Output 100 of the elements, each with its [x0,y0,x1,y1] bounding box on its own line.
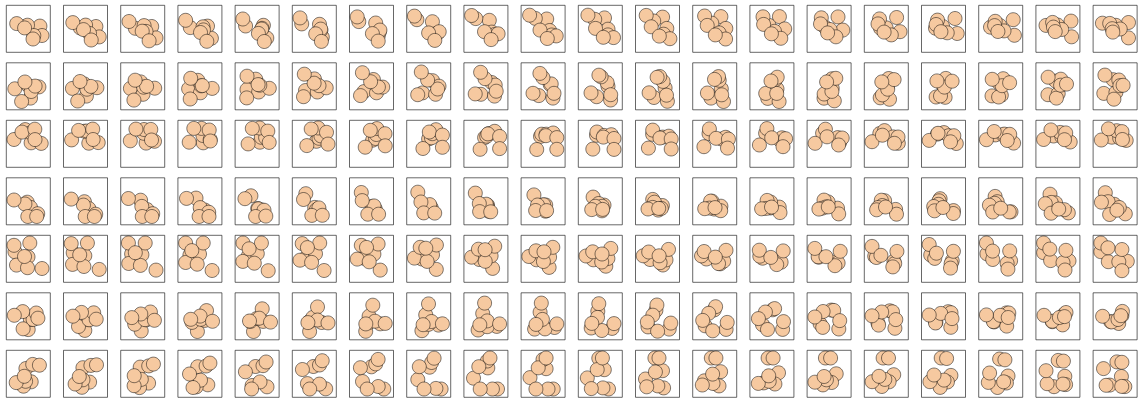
particle-panel [806,62,852,111]
particle-panel [6,350,51,398]
particle-panel [177,62,223,111]
particle-panel [978,5,1023,53]
particle-panel [520,177,566,226]
particle-panel [292,350,337,398]
particle-panel [120,350,165,398]
particle-panel [806,235,852,283]
particle-panel [292,62,337,111]
particle-panel [749,120,795,168]
particle-panel [234,120,280,168]
particle-panel [806,292,852,341]
particle-panel [921,350,966,398]
particle-panel [63,292,108,341]
particle-panel [1035,62,1081,111]
particle-panel [463,292,509,341]
particle-panel [635,120,680,168]
particle-panel [120,235,165,283]
particle-panel [406,292,451,341]
particle-panel [692,120,737,168]
particle-panel [864,62,909,111]
particle-panel [1035,350,1081,398]
particle-panel [406,350,451,398]
particle-panel [578,120,623,168]
particle-panel [635,5,680,53]
particle-panel [635,177,680,226]
particle-panel [578,235,623,283]
particle-panel [1035,292,1081,341]
particle-panel [1035,120,1081,168]
particle-panel [978,62,1023,111]
particle-panel [234,62,280,111]
particle-panel [578,292,623,341]
particle-panel [978,177,1023,226]
particle-panel [406,5,451,53]
particle-panel [463,62,509,111]
particle-panel [406,235,451,283]
particle-panel [520,292,566,341]
particle-panel [292,120,337,168]
particle-panel [749,177,795,226]
particle-panel [292,292,337,341]
particle-panel [1092,177,1138,226]
particle-panel [864,5,909,53]
particle-panel [6,292,51,341]
particle-panel [1092,120,1138,168]
particle-panel [120,292,165,341]
particle-panel [292,5,337,53]
particle-panel [692,177,737,226]
particle-panel [177,177,223,226]
particle-panel [177,292,223,341]
particle-panel [63,235,108,283]
particle-panel [234,292,280,341]
particle-panel [406,120,451,168]
particle-panel [406,62,451,111]
particle-panel [349,5,394,53]
particle-panel [463,5,509,53]
particle-panel [120,62,165,111]
particle-panel [692,62,737,111]
particle-panel [578,350,623,398]
particle-panel [520,350,566,398]
particle-panel [234,5,280,53]
particle-panel [406,177,451,226]
particle-panel [6,120,51,168]
particle-panel [578,5,623,53]
particle-panel [234,350,280,398]
particle-panel [806,177,852,226]
particle-panel [864,292,909,341]
particle-panel [749,292,795,341]
particle-panel [749,62,795,111]
particle-panel [292,177,337,226]
particle-panel [349,177,394,226]
particle-panel [463,177,509,226]
particle-panel [978,292,1023,341]
particle-panel [6,177,51,226]
particle-panel [806,120,852,168]
particle-panel [234,177,280,226]
particle-panel [1035,235,1081,283]
particle-panel [349,292,394,341]
particle-panel [921,235,966,283]
particle-panel [749,235,795,283]
particle-panel [520,5,566,53]
particle-panel [1092,5,1138,53]
particle-panel [120,5,165,53]
particle-panel [1092,62,1138,111]
particle-panel [120,120,165,168]
particle-panel [635,235,680,283]
particle-panel [177,350,223,398]
particle-panel [177,120,223,168]
particle-panel [463,235,509,283]
particle-panel [692,5,737,53]
particle-panel [692,292,737,341]
particle-panel [349,350,394,398]
particle-panel [635,292,680,341]
particle-panel [120,177,165,226]
particle-panel [978,120,1023,168]
particle-panel [578,62,623,111]
particle-panel [1035,177,1081,226]
particle-panel [63,177,108,226]
particle-panel [1092,292,1138,341]
particle-panel [63,5,108,53]
particle-panel [864,177,909,226]
